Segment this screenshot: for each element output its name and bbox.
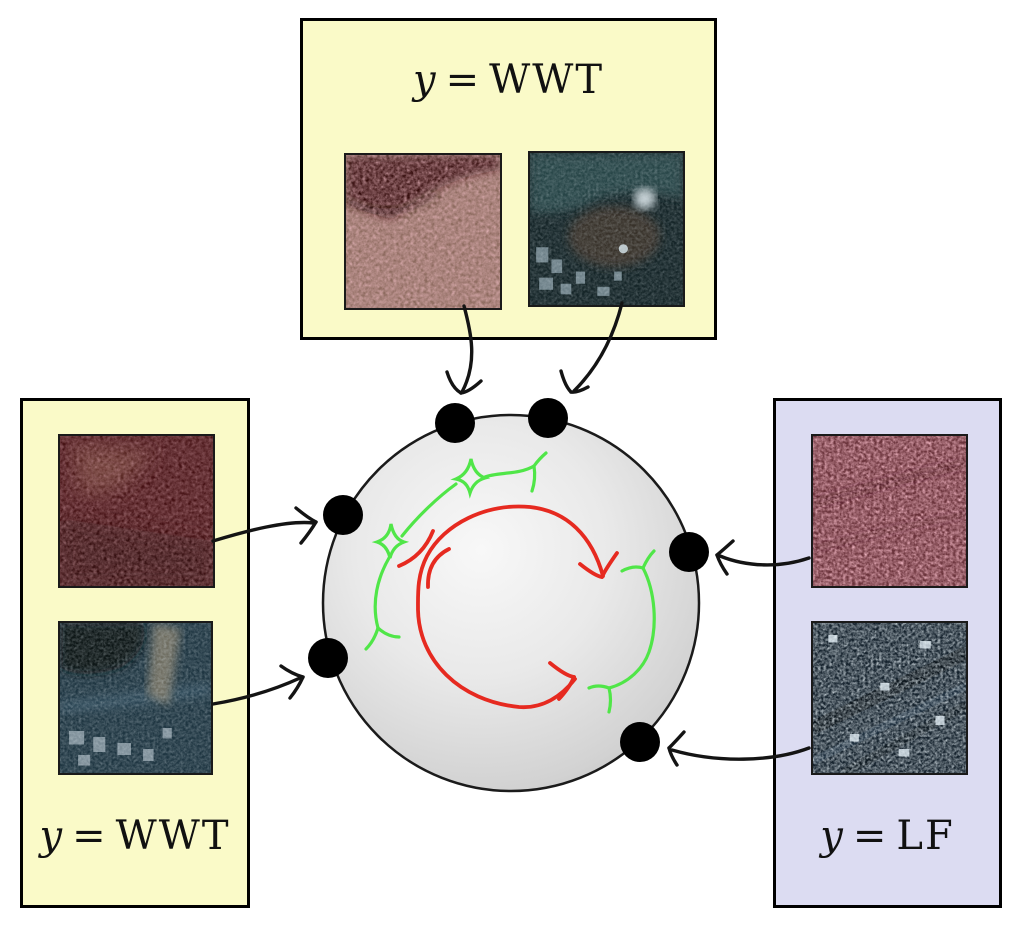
attract-arcs bbox=[364, 451, 656, 714]
embedding-sphere bbox=[321, 413, 701, 793]
repel-arrows bbox=[397, 504, 619, 709]
attract-arc-right bbox=[587, 549, 656, 714]
label-class-name: LF bbox=[896, 813, 955, 859]
label-equals: = bbox=[72, 813, 106, 859]
label-variable: y bbox=[820, 813, 843, 859]
fork-end bbox=[607, 686, 613, 714]
fork-end bbox=[530, 464, 537, 493]
group-box-left: y=WWT bbox=[20, 398, 250, 908]
satellite-thumbnail-left-bottom bbox=[58, 621, 213, 775]
fork-end bbox=[641, 549, 656, 570]
embedding-point bbox=[620, 722, 660, 762]
embedding-point bbox=[308, 638, 348, 678]
sparkle-icon bbox=[371, 523, 410, 559]
class-label-right: y=LF bbox=[776, 813, 999, 859]
label-variable: y bbox=[39, 813, 63, 859]
group-box-right: y=LF bbox=[773, 398, 1002, 908]
label-class-name: WWT bbox=[115, 813, 231, 859]
label-variable: y bbox=[412, 57, 436, 103]
embedding-point bbox=[435, 403, 475, 443]
attract-chain-left bbox=[364, 451, 548, 651]
fork-end bbox=[532, 451, 548, 468]
label-equals: = bbox=[445, 57, 480, 103]
embedding-point bbox=[323, 495, 363, 535]
repel-tail-fletching bbox=[397, 529, 451, 589]
repel-arrowhead-bottom bbox=[548, 661, 576, 701]
satellite-thumbnail-top-right bbox=[528, 151, 685, 307]
embedding-points bbox=[308, 398, 709, 762]
satellite-thumbnail-left-top bbox=[58, 434, 215, 588]
group-box-top: y=WWT bbox=[300, 18, 717, 340]
satellite-thumbnail-top-left bbox=[344, 153, 502, 310]
fork-end bbox=[376, 626, 401, 639]
satellite-thumbnail-right-top bbox=[811, 434, 968, 588]
repel-arc bbox=[416, 504, 605, 709]
fork-end bbox=[620, 565, 645, 573]
class-label-top: y=WWT bbox=[303, 57, 714, 103]
mapping-arrows bbox=[211, 301, 811, 767]
fork-end bbox=[587, 684, 611, 690]
embedding-point bbox=[669, 532, 709, 572]
fork-end bbox=[364, 626, 380, 651]
satellite-thumbnail-right-bottom bbox=[811, 621, 968, 775]
sparkle-icon bbox=[450, 458, 491, 499]
class-label-left: y=WWT bbox=[23, 813, 247, 859]
repel-arrowhead-top-right bbox=[578, 551, 619, 579]
label-class-name: WWT bbox=[489, 57, 605, 103]
label-equals: = bbox=[852, 813, 887, 859]
embedding-point bbox=[528, 398, 568, 438]
